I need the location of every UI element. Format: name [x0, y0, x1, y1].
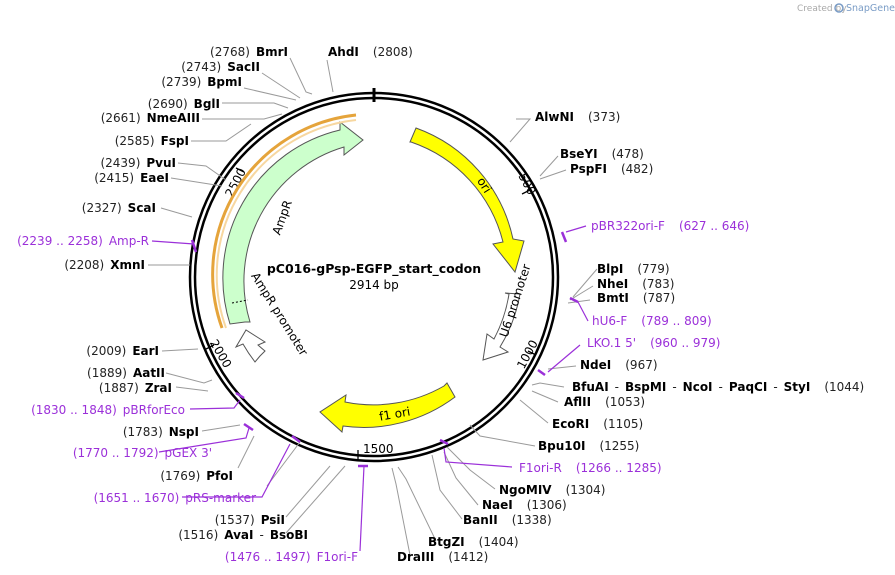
amp-r-primer-arc	[211, 113, 357, 329]
site-ndei: NdeI(967)	[580, 358, 658, 372]
snapgene-logo-icon	[834, 3, 844, 13]
site-bgli: (2690)BglI	[148, 97, 220, 111]
site-bpu10i: Bpu10I(1255)	[538, 439, 639, 453]
u6-promoter-label: U6 promoter	[497, 262, 534, 339]
primer-hu6-f: hU6-F(789 .. 809)	[592, 314, 712, 328]
primer-f1ori-r: F1ori-R(1266 .. 1285)	[519, 461, 662, 475]
site-naei: NaeI(1306)	[482, 498, 567, 512]
site-avai-bsobi: (1516)AvaI-BsoBI	[178, 528, 308, 542]
primer-f1ori-f: (1476 .. 1497)F1ori-F	[225, 550, 358, 564]
primer-prs-marker: (1651 .. 1670)pRS-marker	[94, 491, 256, 505]
site-scai: (2327)ScaI	[82, 201, 156, 215]
primer-lko1-5: LKO.1 5'(960 .. 979)	[587, 336, 721, 350]
site-btgzi: BtgZI(1404)	[428, 535, 519, 549]
site-bmti: BmtI(787)	[597, 291, 675, 305]
snapgene-brand: SnapGene	[846, 3, 895, 14]
site-psii: (1537)PsiI	[215, 513, 285, 527]
site-nmeaiii: (2661)NmeAIII	[101, 111, 200, 125]
primer-pbrforeco: (1830 .. 1848)pBRforEco	[31, 403, 185, 417]
site-xmni: (2208)XmnI	[64, 258, 145, 272]
site-ecori: EcoRI(1105)	[552, 417, 643, 431]
site-sacii: (2743)SacII	[181, 60, 260, 74]
site-eaei: (2415)EaeI	[94, 171, 169, 185]
plasmid-length: 2914 bp	[349, 278, 399, 292]
amp-r-primer-arc-shadow	[215, 119, 357, 329]
site-nhei: NheI(783)	[597, 277, 674, 291]
site-eari: (2009)EarI	[86, 344, 159, 358]
site-ngomiv: NgoMIV(1304)	[499, 483, 605, 497]
tick-marks	[205, 167, 537, 461]
site-blpi: BlpI(779)	[597, 262, 670, 276]
tick-1000: 1000	[514, 338, 541, 372]
site-nspi: (1783)NspI	[123, 425, 199, 439]
site-bseyi: BseYI(478)	[560, 147, 644, 161]
primer-pbr322ori-f: pBR322ori-F(627 .. 646)	[591, 219, 749, 233]
site-bpmi: (2739)BpmI	[161, 75, 242, 89]
plasmid-name: pC016-gPsp-EGFP_start_codon	[267, 261, 481, 277]
site-bmri: (2768)BmrI	[210, 45, 288, 59]
primer-amp-r: (2239 .. 2258)Amp-R	[17, 234, 149, 248]
ampr-label: AmpR	[269, 198, 294, 236]
ampr-promoter-feature	[234, 329, 267, 363]
primer-lines	[151, 225, 589, 552]
site-fspi: (2585)FspI	[115, 134, 189, 148]
f1-ori-label: f1 ori	[378, 404, 411, 423]
site-bfuai-group: BfuAI-BspMI-NcoI-PaqCI-StyI(1044)	[572, 380, 864, 394]
site-pfoi: (1769)PfoI	[160, 469, 233, 483]
site-alwni: AlwNI(373)	[535, 110, 620, 124]
f1-ori-feature	[319, 382, 456, 433]
created-by-label: Created by	[797, 4, 847, 14]
site-zrai: (1887)ZraI	[99, 381, 172, 395]
primer-pgex-3: (1770 .. 1792)pGEX 3'	[73, 446, 212, 460]
site-pspfi: PspFI(482)	[570, 162, 653, 176]
ampr-internal-mark	[231, 299, 249, 304]
tick-1500: 1500	[363, 442, 394, 456]
leader-lines	[148, 57, 598, 556]
site-aflii: AflII(1053)	[564, 395, 645, 409]
site-draiii: DraIII(1412)	[397, 550, 488, 564]
site-banii: BanII(1338)	[463, 513, 552, 527]
u6-promoter-feature	[482, 292, 521, 361]
ori-feature	[409, 127, 525, 274]
site-aatii: (1889)AatII	[87, 366, 165, 380]
tick-500: 500	[516, 171, 539, 198]
site-pvui: (2439)PvuI	[100, 156, 176, 170]
site-ahdi: AhdI(2808)	[328, 45, 413, 59]
